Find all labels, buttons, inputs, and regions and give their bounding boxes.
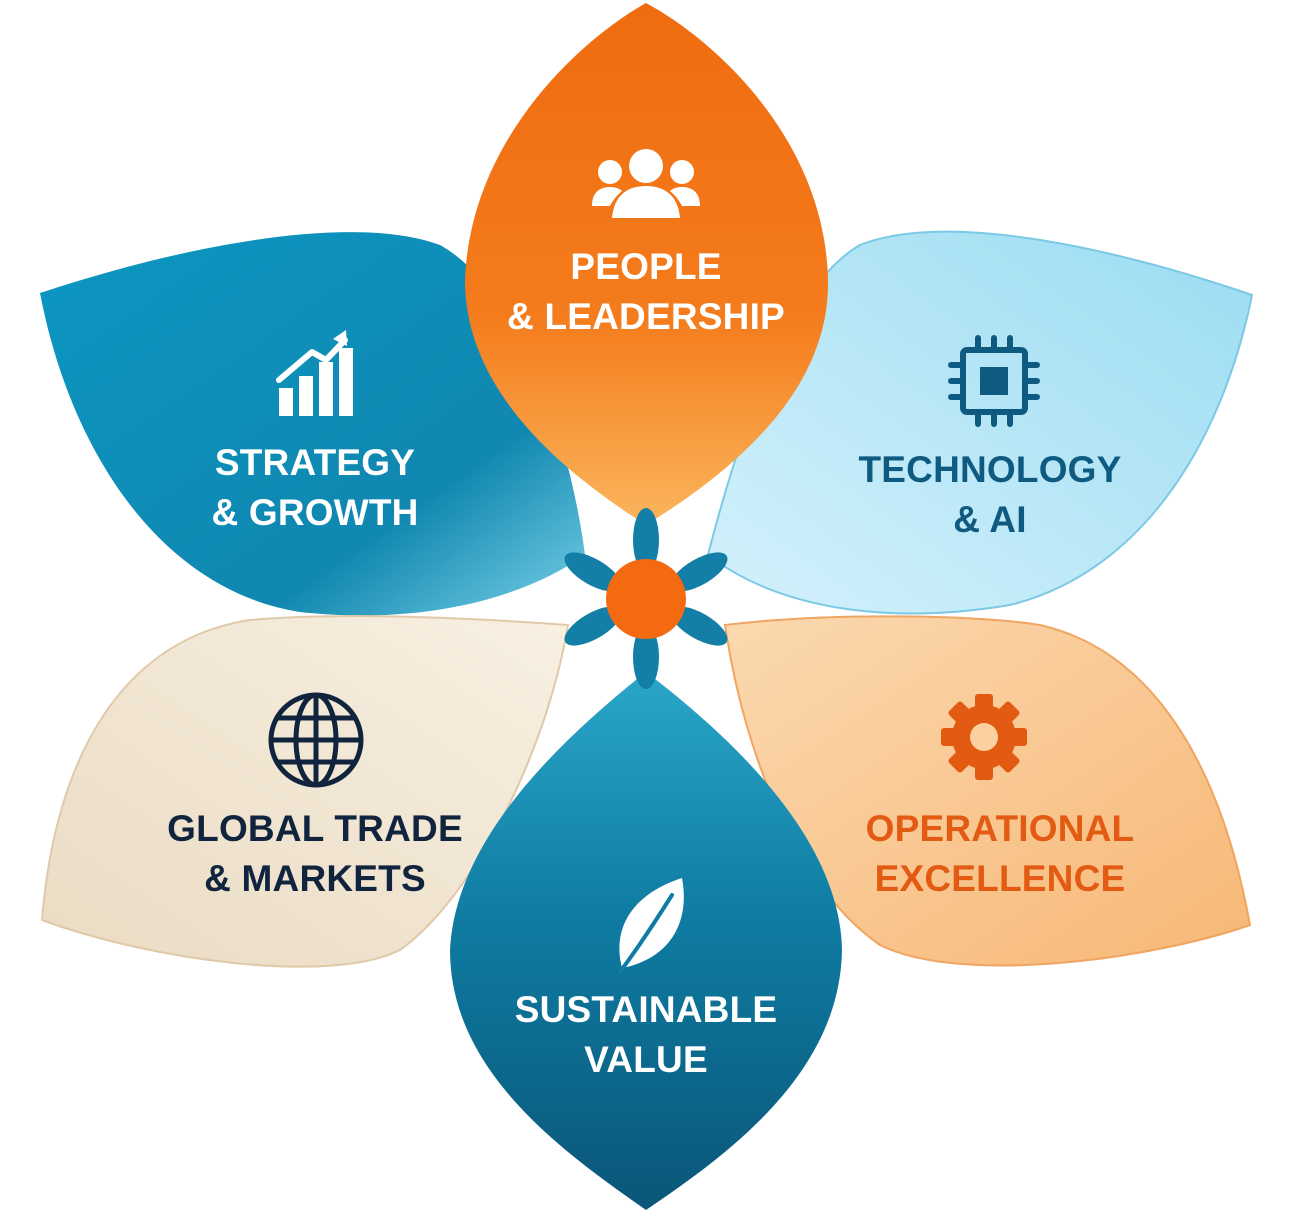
petal-label-technology-line2: & AI <box>953 499 1027 540</box>
globe-icon <box>268 692 364 788</box>
leaf-icon <box>618 878 684 974</box>
petal-label-trade-line2: & MARKETS <box>204 858 426 899</box>
petal-label-strategy-line1: STRATEGY <box>214 442 416 483</box>
petal-label-sustainability: SUSTAINABLE VALUE <box>496 985 796 1085</box>
petal-label-people-line1: PEOPLE <box>570 246 722 287</box>
petal-label-strategy-line2: & GROWTH <box>211 492 419 533</box>
petal-people <box>465 3 829 525</box>
petal-label-operations-line2: EXCELLENCE <box>874 858 1126 899</box>
petal-label-operations: OPERATIONAL EXCELLENCE <box>840 804 1160 904</box>
petal-label-technology: TECHNOLOGY & AI <box>840 445 1140 545</box>
petal-label-sustainability-line1: SUSTAINABLE <box>514 989 778 1030</box>
gear-icon <box>941 694 1027 780</box>
petal-label-people: PEOPLE & LEADERSHIP <box>496 242 796 342</box>
petal-strategy <box>40 232 585 616</box>
petal-label-strategy: STRATEGY & GROWTH <box>160 438 470 538</box>
cpu-chip-icon <box>948 335 1040 427</box>
petal-label-trade-line1: GLOBAL TRADE <box>167 808 463 849</box>
petal-label-trade: GLOBAL TRADE & MARKETS <box>140 804 490 904</box>
petal-label-technology-line1: TECHNOLOGY <box>858 449 1122 490</box>
petal-trade <box>40 615 570 968</box>
flower-hub-icon <box>564 508 728 689</box>
petal-label-operations-line1: OPERATIONAL <box>865 808 1135 849</box>
petal-label-people-line2: & LEADERSHIP <box>507 296 785 337</box>
petal-label-sustainability-line2: VALUE <box>584 1039 708 1080</box>
people-group-icon <box>592 149 700 218</box>
growth-chart-icon <box>276 330 353 416</box>
